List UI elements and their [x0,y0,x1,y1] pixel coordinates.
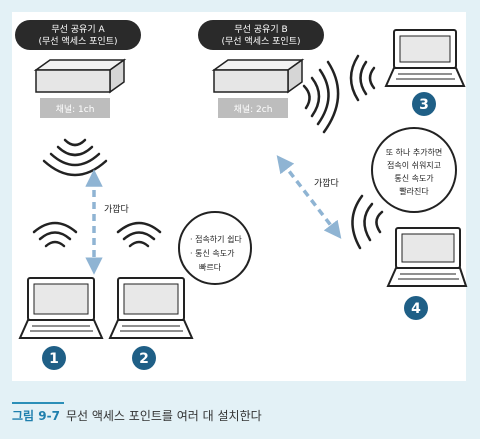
router-a-icon [33,58,127,94]
device-number-3: 3 [419,97,429,113]
caption-number: 그림 9-7 [12,409,60,423]
note-left-line1: · 접속하기 쉽다 [190,234,242,244]
laptop-4-signal-icon [351,194,384,250]
ap-b-subtitle: (무선 액세스 포인트) [222,35,301,47]
laptop-1-signal-icon [32,221,78,248]
note-right-line2: 접속이 쉬워지고 [387,160,441,170]
ap-a-signal-icon [42,138,108,177]
laptop-icon [386,227,468,287]
note-right-line4: 빨라진다 [399,186,429,196]
note-bubble-right: 또 하나 추가하면 접속이 쉬워지고 통신 속도가 빨라진다 [371,127,457,213]
ap-b-signal-icon [302,60,340,134]
ap-b-channel: 채널: 2ch [234,104,273,115]
access-point-a: 무선 공유기 A (무선 액세스 포인트) 채널: 1ch [15,20,141,177]
device-number-4: 4 [411,301,421,317]
figure-caption: 그림 9-7 무선 액세스 포인트를 여러 대 설치한다 [12,407,262,424]
distance-arrow-right [276,155,342,239]
ap-a-title: 무선 공유기 A [51,24,105,35]
laptop-3-signal-icon [349,54,376,102]
device-badge-1 [42,346,66,370]
router-b-icon [211,58,305,94]
caption-underline [12,402,64,404]
ap-a-label-pill [15,20,141,50]
device-badge-4 [404,296,428,320]
ap-b-label-pill [198,20,324,50]
note-bubble-left: · 접속하기 쉽다 · 통신 속도가 빠르다 [178,211,252,285]
ap-a-channel-box [40,98,110,118]
laptop-icon [384,29,466,87]
laptop-icon [108,277,194,339]
ap-b-title: 무선 공유기 B [234,24,287,35]
laptop-2-signal-icon [116,221,162,248]
laptop-1: 1 [18,221,104,370]
laptop-2: 2 [108,221,194,370]
laptop-icon [18,277,104,339]
ap-a-channel: 채널: 1ch [56,104,95,115]
device-number-1: 1 [49,351,59,367]
access-point-b: 무선 공유기 B (무선 액세스 포인트) 채널: 2ch [198,20,340,134]
caption-text: 무선 액세스 포인트를 여러 대 설치한다 [65,409,262,423]
note-right-line3: 통신 속도가 [394,174,434,183]
note-left-line3: 빠르다 [199,262,222,272]
device-number-2: 2 [139,351,149,367]
laptop-4: 4 [351,194,468,320]
note-left-line2: · 통신 속도가 [190,249,235,258]
device-badge-2 [132,346,156,370]
distance-label-right: 가깝다 [314,177,340,189]
laptop-3: 3 [349,29,466,116]
note-right-line1: 또 하나 추가하면 [386,147,443,157]
ap-a-subtitle: (무선 액세스 포인트) [39,35,118,47]
distance-label-left: 가깝다 [104,203,130,215]
ap-b-channel-box [218,98,288,118]
device-badge-3 [412,92,436,116]
